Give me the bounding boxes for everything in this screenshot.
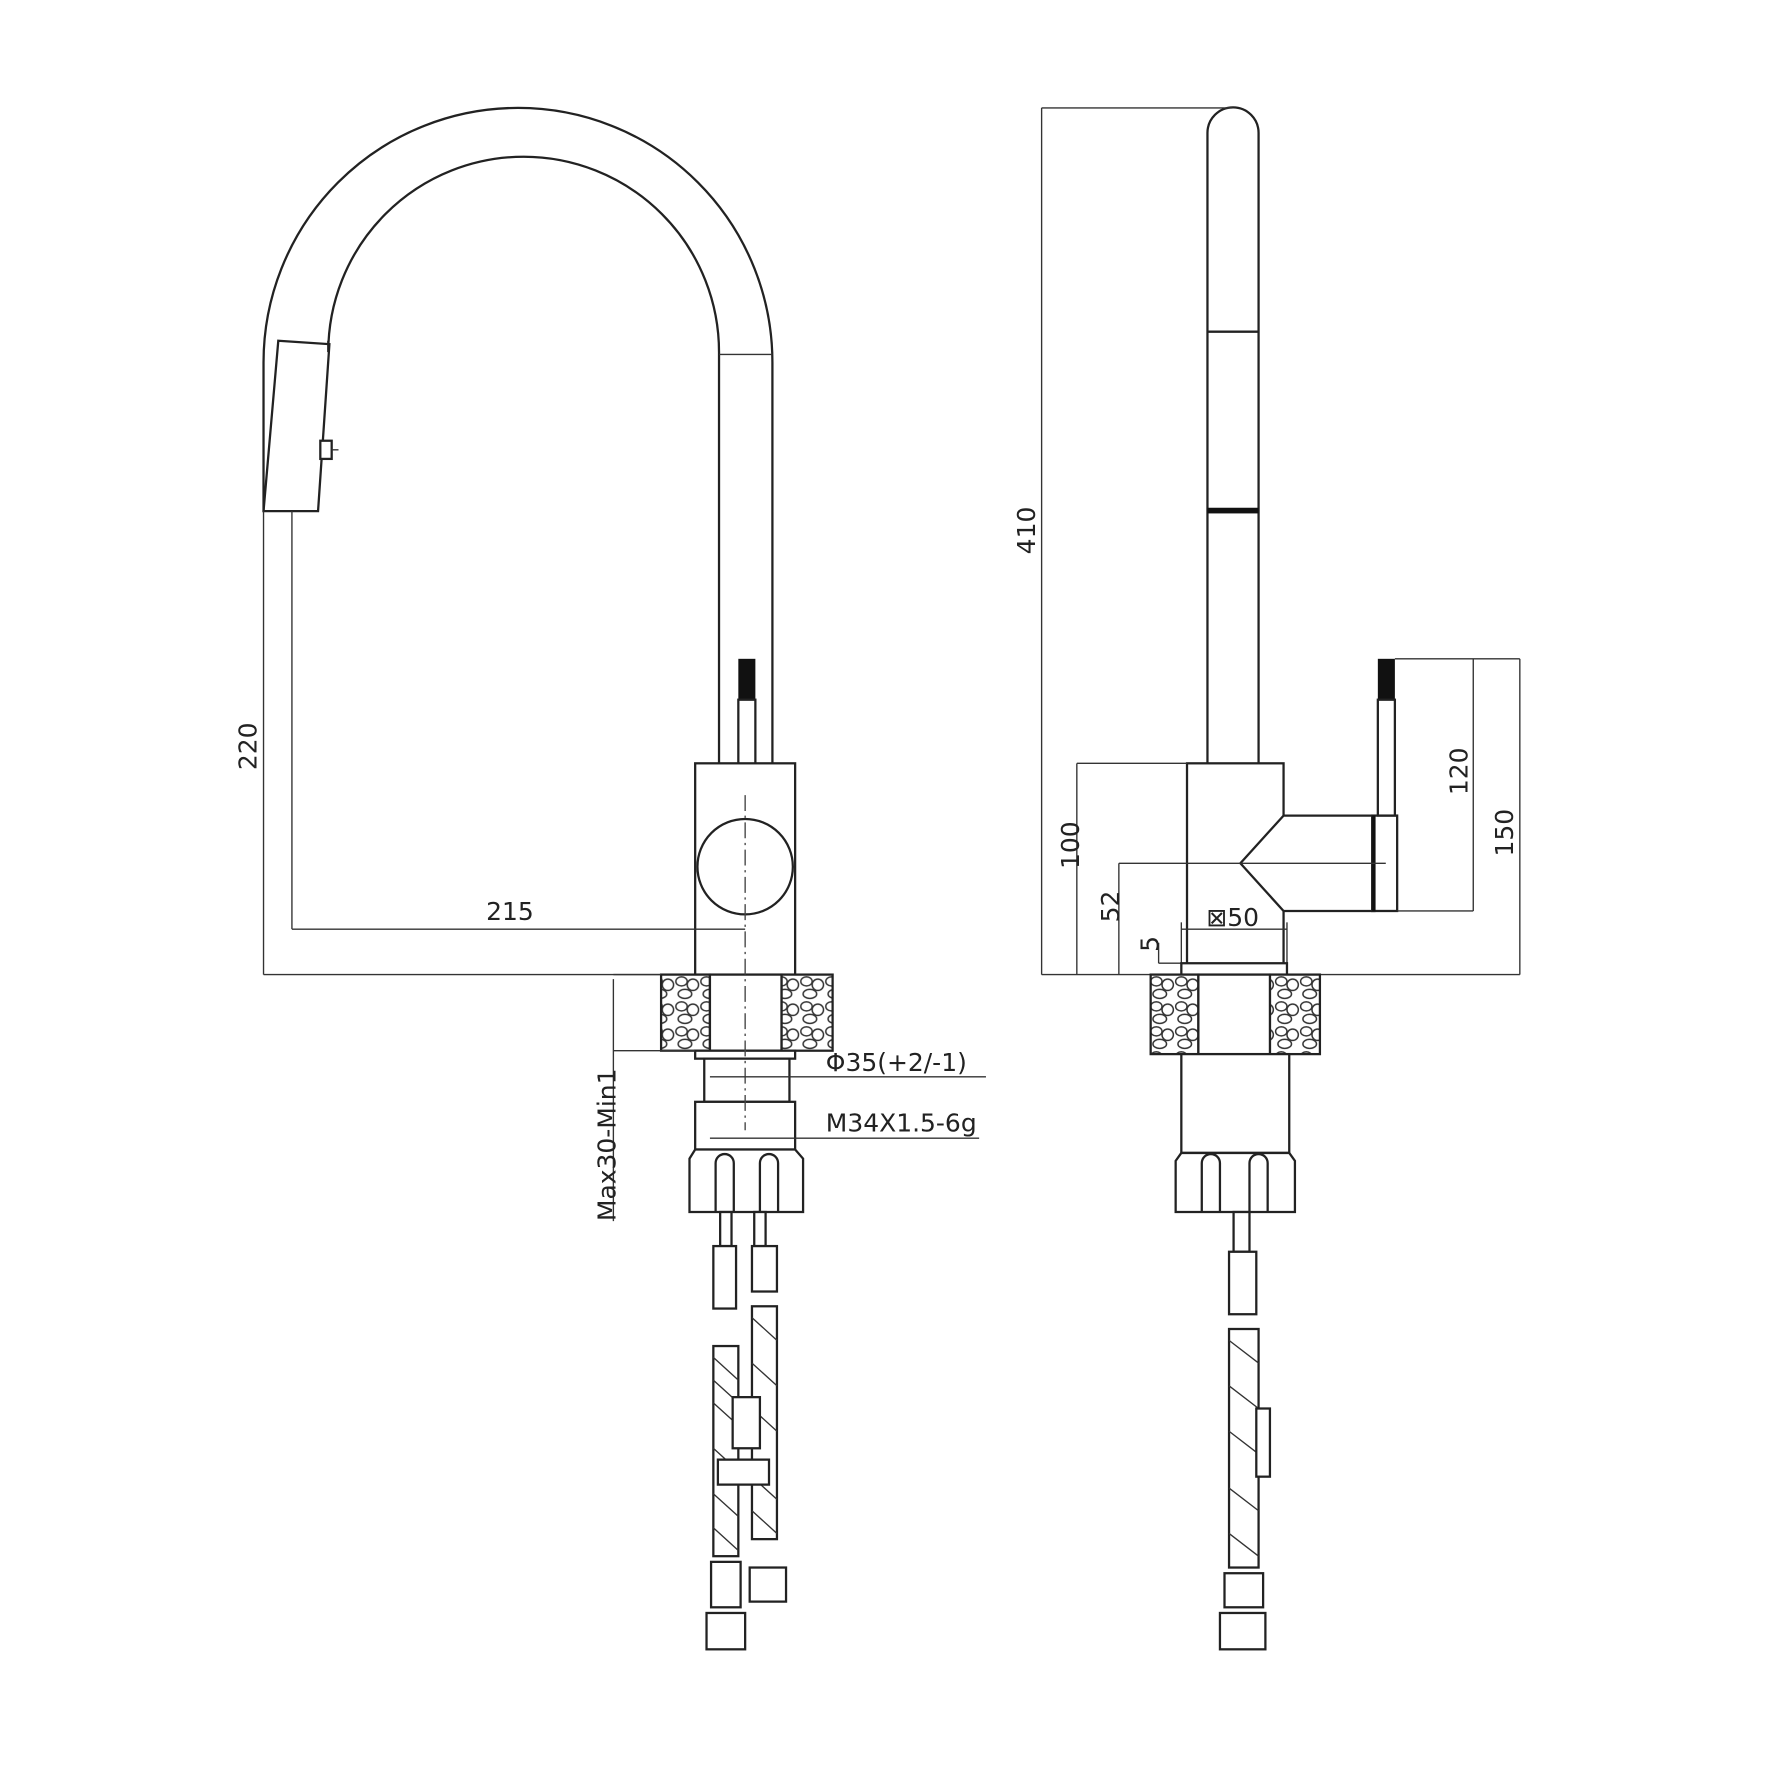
dim-label-phi35: Φ35(+2/-1) — [826, 1048, 967, 1077]
dim-label-220: 220 — [234, 722, 263, 770]
dimension-220: 220 — [234, 511, 696, 976]
mounting-shank-side — [1174, 1052, 1297, 1214]
dimension-120: 120 — [1394, 658, 1520, 912]
dim-label-100: 100 — [1056, 821, 1085, 869]
lever-handle-side — [1376, 658, 1397, 817]
spout-side — [1206, 106, 1260, 764]
side-view: 410 100 52 5 ⊠50 120 — [1012, 106, 1521, 1651]
countertop-section-side — [1149, 973, 1322, 1056]
dim-label-5: 5 — [1136, 936, 1165, 952]
supply-hose-side — [1218, 1210, 1272, 1651]
dim-label-52: 52 — [1096, 891, 1125, 923]
dimension-5: 5 — [1136, 936, 1182, 964]
dim-label-square-50: ⊠50 — [1206, 903, 1259, 932]
spout-arc — [262, 106, 774, 764]
dim-label-max30-min1: Max30-Min1 — [593, 1068, 622, 1221]
dimension-52: 52 — [1096, 863, 1125, 975]
body-side — [1118, 762, 1399, 976]
countertop-section — [659, 973, 834, 1052]
mounting-shank — [688, 1049, 805, 1214]
dim-label-thread: M34X1.5-6g — [826, 1108, 977, 1137]
dimension-100: 100 — [1056, 762, 1188, 975]
dimension-150: 150 — [1041, 658, 1521, 976]
dim-label-215: 215 — [486, 897, 534, 926]
dimension-410: 410 — [1012, 107, 1233, 975]
pull-out-spray-head — [262, 339, 339, 513]
dimension-thread: M34X1.5-6g — [709, 1108, 980, 1139]
dimension-square-50: ⊠50 — [1180, 903, 1289, 976]
supply-hoses — [705, 1210, 788, 1651]
dim-label-120: 120 — [1445, 747, 1474, 795]
dim-label-410: 410 — [1012, 507, 1041, 555]
dimension-deck-thickness: Max30-Min1 — [593, 973, 696, 1222]
dimension-hole-diameter: Φ35(+2/-1) — [709, 1048, 986, 1078]
dimension-215: 215 — [291, 511, 746, 930]
dim-label-150: 150 — [1490, 809, 1519, 857]
front-view: 220 215 Max30-Min1 Φ35 — [234, 106, 986, 1651]
